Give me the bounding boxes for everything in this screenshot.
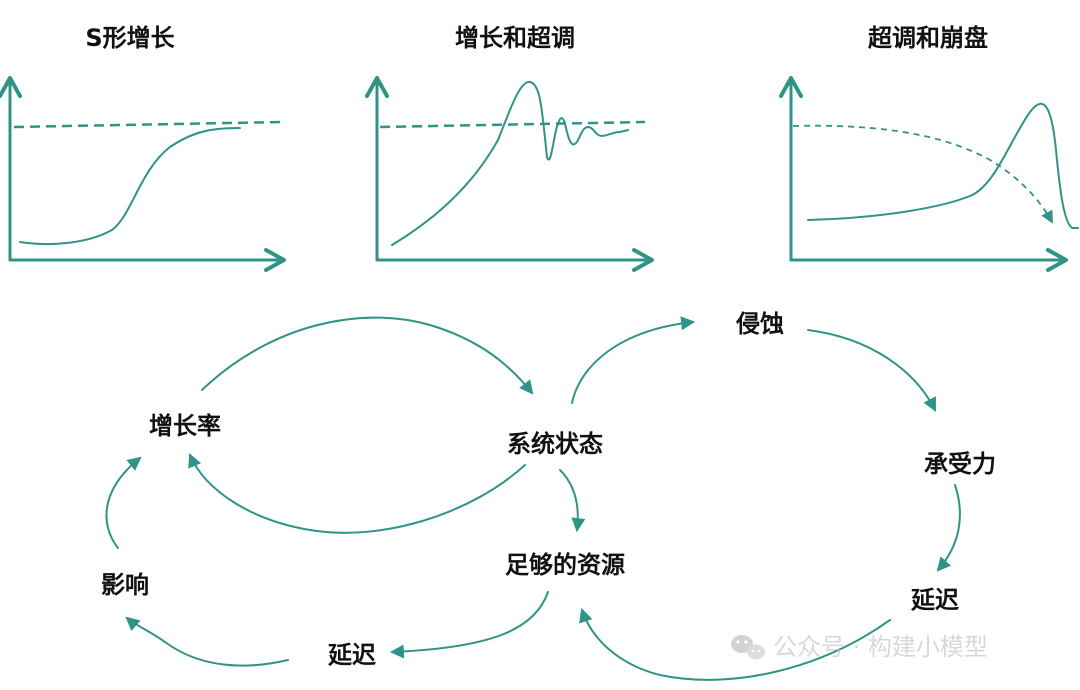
node-growth-rate: 增长率 (149, 412, 221, 440)
node-enough-resources: 足够的资源 (505, 551, 625, 579)
s-growth-chart: S形增长 (0, 24, 286, 272)
node-capacity: 承受力 (924, 450, 996, 478)
overshoot-collapse-chart: 超调和崩盘 (779, 24, 1079, 272)
node-delay-right: 延迟 (910, 586, 959, 614)
overshoot-collapse-curve (807, 102, 1079, 229)
node-impact: 影响 (101, 571, 149, 599)
s-growth-curve (19, 127, 241, 246)
wechat-icon (731, 635, 765, 660)
causal-loop: 增长率 系统状态 侵蚀 承受力 延迟 足够的资源 延迟 影响 (101, 310, 996, 681)
growth-overshoot-limit-line (379, 120, 646, 129)
arrow-growth-rate-to-system-state (201, 316, 534, 395)
arrow-delay-to-resources (579, 608, 891, 681)
arrow-erosion-to-capacity (807, 329, 936, 412)
overshoot-collapse-chart-title: 超调和崩盘 (868, 24, 988, 52)
arrow-delay-to-impact (125, 616, 289, 667)
arrow-capacity-to-delay (936, 484, 961, 572)
arrow-system-state-to-growth-rate (188, 453, 526, 534)
node-delay-left: 延迟 (327, 641, 376, 669)
arrow-system-state-to-resources (559, 469, 586, 533)
node-erosion: 侵蚀 (735, 310, 784, 338)
arrow-impact-to-growth-rate (105, 456, 142, 549)
growth-overshoot-chart: 增长和超调 (365, 24, 654, 272)
node-system-state: 系统状态 (507, 430, 603, 458)
growth-overshoot-chart-title: 增长和超调 (455, 24, 575, 52)
overshoot-collapse-capacity-line (792, 124, 1053, 224)
watermark-text: 公众号 · 构建小模型 (773, 633, 988, 661)
arrow-resources-to-delay (389, 591, 549, 659)
growth-overshoot-curve (391, 81, 629, 246)
s-growth-chart-title: S形增长 (85, 24, 175, 52)
s-growth-limit-line (13, 120, 283, 129)
arrow-system-state-to-erosion (571, 316, 696, 404)
watermark: 公众号 · 构建小模型 (731, 633, 988, 661)
